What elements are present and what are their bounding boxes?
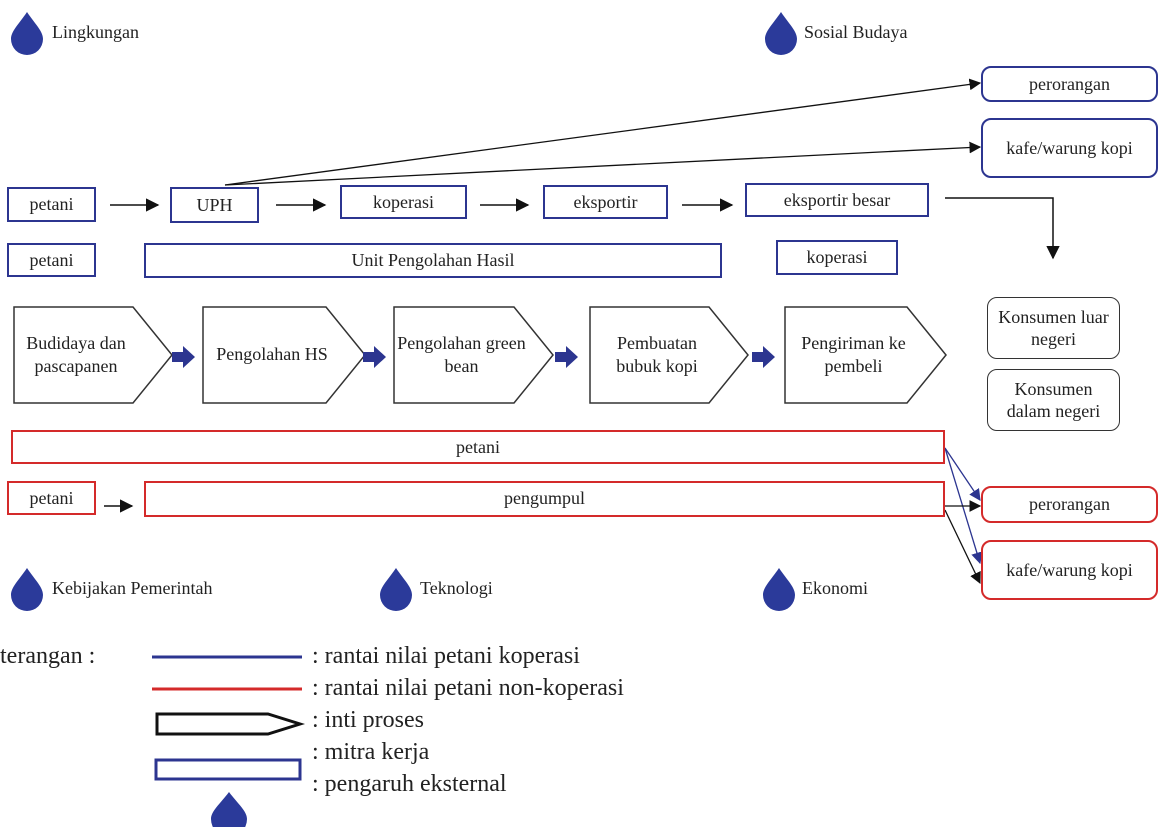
consumer-dalam-negeri-box: Konsumen dalam negeri — [987, 369, 1120, 431]
partner-petani-box: petani — [7, 243, 96, 277]
drop-ekonomi — [763, 568, 795, 611]
legend-process-shape — [155, 712, 306, 736]
external-teknologi: Teknologi — [414, 568, 493, 608]
process-label-4: Pembuatan bubuk kopi — [616, 332, 698, 376]
legend-pengaruh-text: : pengaruh eksternal — [312, 771, 507, 797]
process-shape-4 — [589, 306, 749, 404]
process-label-5: Pengiriman ke pembeli — [801, 332, 906, 376]
process-label-1: Budidaya dan pascapanen — [26, 332, 126, 376]
flow-arrow-2 — [363, 346, 386, 368]
external-lingkungan-label: Lingkungan — [52, 21, 139, 42]
flow-arrow-1 — [172, 346, 195, 368]
external-ekonomi-label: Ekonomi — [802, 577, 868, 598]
coop-perorangan-box: perorangan — [981, 66, 1158, 102]
flow-arrow-4 — [752, 346, 775, 368]
partner-koperasi-box: koperasi — [776, 240, 898, 275]
external-ekonomi: Ekonomi — [796, 568, 868, 608]
arrow-eksportir-konsumen — [945, 197, 1060, 260]
legend-inti-text: : inti proses — [312, 707, 424, 733]
process-label-2: Pengolahan HS — [216, 344, 328, 365]
coop-petani-box: petani — [7, 187, 96, 222]
external-sosial-budaya-label: Sosial Budaya — [804, 21, 908, 42]
coop-uph-box: UPH — [170, 187, 259, 223]
partner-unit-pengolahan-box: Unit Pengolahan Hasil — [144, 243, 722, 278]
external-kebijakan: Kebijakan Pemerintah — [46, 568, 212, 608]
coop-koperasi-box: koperasi — [340, 185, 467, 219]
noncoop-perorangan-box: perorangan — [981, 486, 1158, 523]
legend-partner-shape — [154, 758, 302, 781]
coop-eksportir-box: eksportir — [543, 185, 668, 219]
drop-kebijakan — [11, 568, 43, 611]
external-kebijakan-label: Kebijakan Pemerintah — [52, 577, 213, 598]
noncoop-petani-bar: petani — [11, 430, 945, 464]
line-pengumpul-kafe — [944, 509, 981, 585]
process-shape-2 — [202, 306, 366, 404]
coop-kafe-box: kafe/warung kopi — [981, 118, 1158, 178]
drop-sosial — [765, 12, 797, 55]
line-petani-perorangan-blue — [944, 447, 981, 501]
process-shape-1 — [13, 306, 173, 404]
drop-lingkungan — [11, 12, 43, 55]
external-teknologi-label: Teknologi — [420, 577, 493, 598]
noncoop-pengumpul-box: pengumpul — [144, 481, 945, 517]
noncoop-kafe-box: kafe/warung kopi — [981, 540, 1158, 600]
flow-arrow-3 — [555, 346, 578, 368]
legend-drop — [211, 792, 247, 827]
arrow-uph-perorangan — [224, 78, 982, 186]
process-label-3: Pengolahan green bean — [397, 332, 526, 376]
noncoop-petani-box: petani — [7, 481, 96, 515]
legend-mitra-text: : mitra kerja — [312, 739, 430, 765]
legend-noncoop-text: : rantai nilai petani non-koperasi — [312, 675, 624, 701]
legend-title: terangan : — [0, 643, 96, 669]
consumer-luar-negeri-box: Konsumen luar negeri — [987, 297, 1120, 359]
coop-eksportir-besar-box: eksportir besar — [745, 183, 929, 217]
legend-coop-text: : rantai nilai petani koperasi — [312, 643, 580, 669]
process-shape-5 — [784, 306, 947, 404]
process-shape-3 — [393, 306, 554, 404]
external-sosial-budaya: Sosial Budaya — [798, 12, 908, 52]
arrow-uph-kafe — [224, 141, 982, 186]
external-lingkungan: Lingkungan — [46, 12, 139, 52]
drop-teknologi — [380, 568, 412, 611]
